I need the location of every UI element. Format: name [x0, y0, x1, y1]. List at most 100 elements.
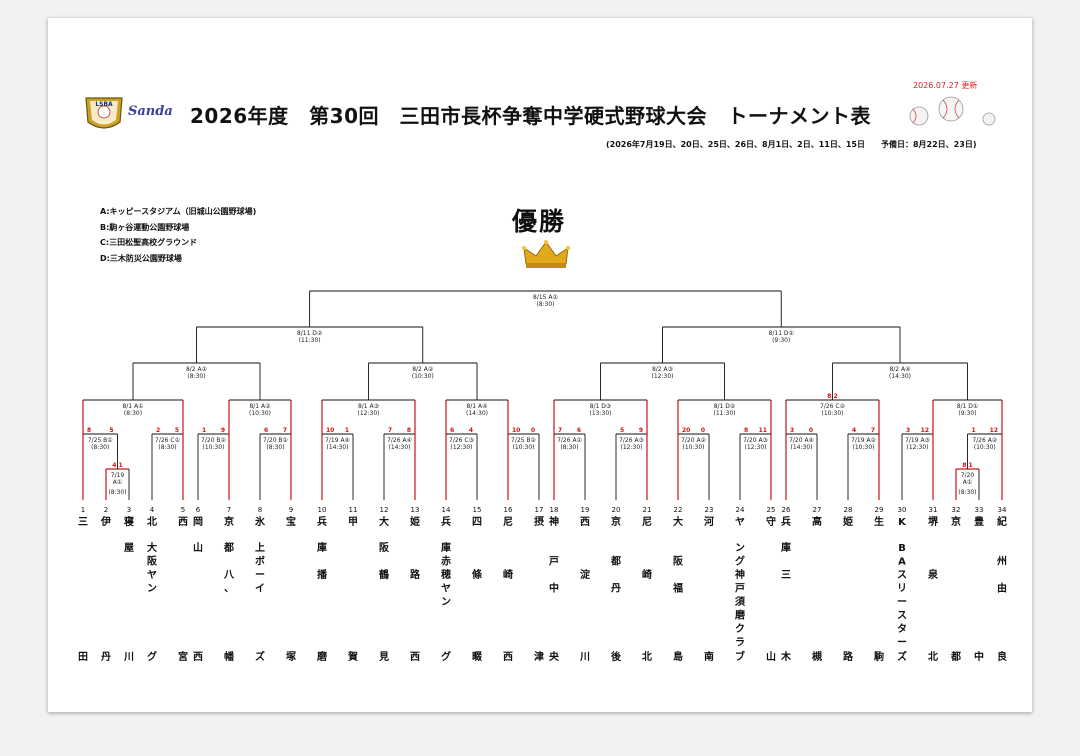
r1-score-a: 7 [558, 427, 562, 434]
team-name-top: 河 [704, 516, 714, 528]
r1-match-time: (8:30) [91, 444, 109, 451]
team-name-top: K [898, 517, 907, 528]
team-name-bottom: 西 [193, 651, 203, 663]
team-name-char: 都 [610, 555, 621, 568]
team-name-char: 庫 [781, 541, 791, 554]
team-name-char: 八 [223, 569, 235, 581]
team-name-char: 上 [255, 541, 265, 554]
schedule-dates: (2026年7月19日、20日、25日、26日、8月1日、2日、11日、15日 … [606, 140, 977, 149]
team-name-char: 戸 [735, 583, 745, 595]
team-name-char: 阪 [147, 555, 158, 568]
r1-score-b: 7 [283, 427, 287, 434]
final-match-date: 8/15 A① [533, 294, 558, 301]
r2-match-time: (10:30) [249, 410, 271, 417]
team-name-top: 尼 [642, 516, 652, 528]
r1-score-b: 9 [639, 427, 643, 434]
team-number: 18 [550, 506, 559, 514]
r1-score-a: 1 [972, 427, 976, 434]
r1-match-date: 7/26 A② [972, 437, 997, 444]
team-name-char: タ [897, 623, 907, 635]
r1-score-a: 4 [852, 427, 856, 434]
r2-match-time: (13:30) [590, 410, 612, 417]
team-number: 7 [227, 506, 231, 514]
r1-match-time: (10:30) [203, 444, 225, 451]
r1-match-date: 7/26 A③ [619, 437, 644, 444]
r1-match-date: 7/19 A④ [325, 437, 350, 444]
r1-score-a: 1 [202, 427, 206, 434]
r1-score-a: 6 [450, 427, 454, 434]
r1-score-a: 7 [388, 427, 392, 434]
team-name-char: 戸 [549, 556, 559, 568]
legend-item-d: D:三木防災公園野球場 [100, 253, 182, 263]
team-name-char: 路 [410, 568, 421, 581]
team-name-char: ス [897, 610, 907, 622]
r1-match-time: (14:30) [327, 444, 349, 451]
r1-score-a: 3 [906, 427, 910, 434]
team-number: 24 [736, 506, 745, 514]
team-name-bottom: ブ [735, 650, 745, 663]
r2-match-time: (8:30) [124, 410, 142, 417]
team-name-char: A [898, 557, 906, 568]
r3-match-time: (14:30) [889, 373, 911, 380]
r1-score-a: 10 [326, 427, 334, 434]
r1-match-time: (12:30) [621, 444, 643, 451]
r1-match-date: 7/25 B① [88, 437, 113, 444]
team-number: 32 [952, 506, 961, 514]
team-name-char: ー [255, 570, 265, 581]
team-name-char: B [898, 543, 906, 554]
team-number: 34 [998, 506, 1007, 514]
legend-item-a: A:キッピースタジアム（旧城山公園野球場) [100, 207, 257, 216]
team-name-char: 赤 [441, 555, 451, 568]
team-name-top: 大 [673, 515, 683, 528]
team-number: 27 [813, 506, 822, 514]
team-number: 11 [349, 506, 358, 514]
team-name-top: 兵 [781, 515, 791, 528]
team-name-top: 西 [178, 516, 188, 528]
r1-match-date: 7/26 C③ [449, 437, 474, 444]
team-name-bottom: 央 [549, 650, 560, 663]
team-number: 10 [318, 506, 327, 514]
team-number: 25 [767, 506, 776, 514]
r1-score-b: 0 [809, 427, 813, 434]
r1-match-date: 7/26 C① [155, 437, 180, 444]
team-name-bottom: 槻 [812, 650, 822, 663]
league-logo-emblem: LSBA [85, 97, 123, 129]
r2-match-date: 8/1 A② [249, 403, 271, 410]
team-name-char: ラ [735, 637, 745, 649]
logo-letters: LSBA [95, 101, 113, 108]
team-name-char: 淀 [580, 568, 591, 581]
team-name-char: 鶴 [379, 568, 389, 581]
venue-legend: A:キッピースタジアム（旧城山公園野球場) B:駒ヶ谷運動公園野球場 C:三田松… [100, 204, 256, 266]
team-name-char: ヤ [147, 569, 157, 581]
team-name-char: 條 [472, 568, 483, 581]
team-name-top: 岡 [193, 516, 203, 528]
prelim-venue: A① [113, 479, 122, 486]
team-name-bottom: 島 [673, 650, 683, 663]
team-number: 33 [975, 506, 984, 514]
r1-match-date: 7/20 B① [263, 437, 288, 444]
team-name-char: ス [897, 569, 907, 581]
team-number: 6 [196, 506, 201, 514]
team-number: 29 [875, 506, 884, 514]
r1-score-a: 6 [264, 427, 268, 434]
team-name-char: 丹 [611, 583, 621, 595]
r1-match-time: (8:30) [158, 444, 176, 451]
champion-heading: 優勝 [512, 207, 567, 236]
team-name-bottom: 南 [704, 650, 714, 663]
team-name-top: 神 [549, 515, 559, 528]
team-name-char: 須 [734, 595, 746, 608]
tournament-sheet [48, 18, 1032, 712]
team-name-bottom: ズ [255, 650, 265, 663]
team-number: 2 [104, 506, 108, 514]
team-name-bottom: 木 [780, 650, 792, 663]
r1-match-date: 7/20 A③ [743, 437, 768, 444]
team-name-char: ー [897, 638, 907, 649]
r2-match-time: (12:30) [358, 410, 380, 417]
r3-match-date: 8/2 A④ [889, 366, 910, 373]
r1-score-a: 5 [620, 427, 624, 434]
page-title: 2026年度 第30回 三田市長杯争奪中学硬式野球大会 トーナメント表 [190, 104, 871, 128]
r1-score-b: 1 [345, 427, 349, 434]
r3-match-date: 8/2 A② [412, 366, 434, 373]
r1-match-time: (8:30) [266, 444, 284, 451]
team-name-top: 京 [611, 515, 621, 528]
